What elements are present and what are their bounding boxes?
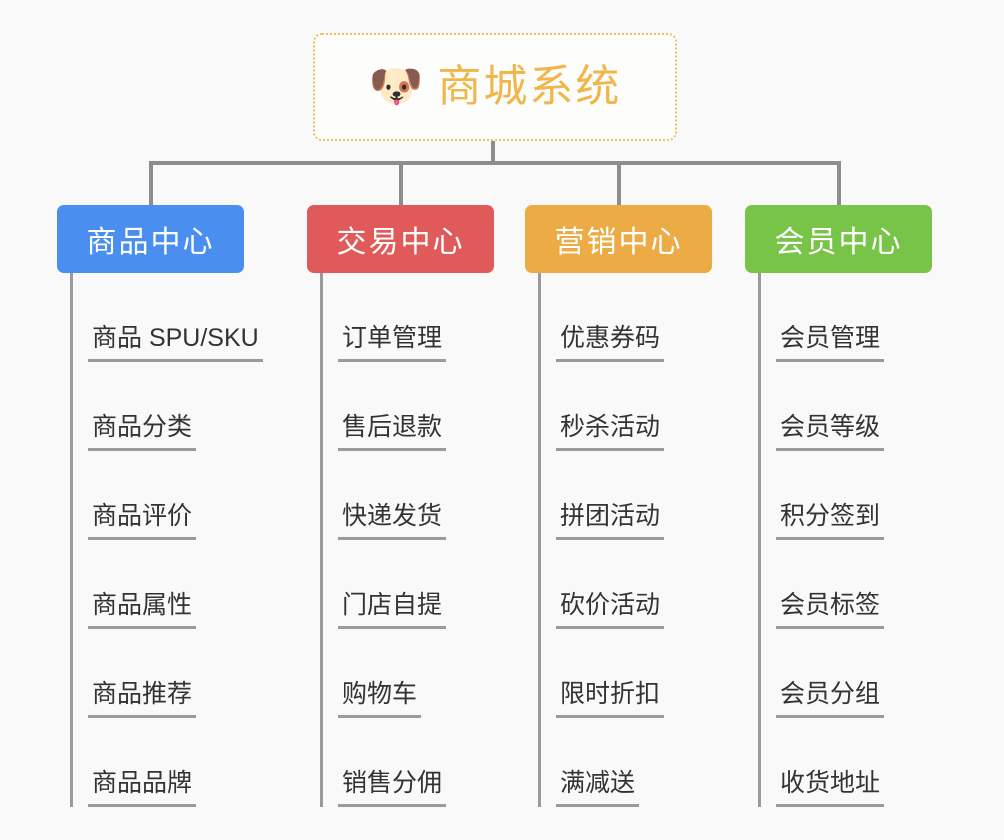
- leaf-item[interactable]: 商品评价: [57, 451, 244, 540]
- category-header-2[interactable]: 交易中心: [307, 205, 494, 273]
- leaf-list-4: 会员管理会员等级积分签到会员标签会员分组收货地址: [745, 273, 932, 807]
- leaf-item[interactable]: 商品 SPU/SKU: [57, 273, 263, 362]
- leaf-item-label: 秒杀活动: [556, 413, 665, 451]
- leaf-item[interactable]: 会员标签: [745, 540, 932, 629]
- leaf-item[interactable]: 商品推荐: [57, 629, 244, 718]
- leaf-item-label: 收货地址: [776, 769, 885, 807]
- leaf-item-label: 会员分组: [776, 680, 885, 718]
- category-drop-line-3: [617, 161, 621, 205]
- category-column-2: 交易中心订单管理售后退款快递发货门店自提购物车销售分佣: [307, 205, 494, 807]
- category-header-4[interactable]: 会员中心: [745, 205, 932, 273]
- leaf-item[interactable]: 会员分组: [745, 629, 932, 718]
- root-node[interactable]: 🐶 商城系统: [313, 33, 677, 141]
- column-spine-4: [758, 273, 761, 807]
- leaf-item-label: 会员标签: [776, 591, 885, 629]
- leaf-item-label: 销售分佣: [338, 769, 447, 807]
- category-column-1: 商品中心商品 SPU/SKU 商品分类商品评价商品属性商品推荐商品品牌: [57, 205, 263, 807]
- leaf-item-label: 订单管理: [338, 324, 447, 362]
- leaf-item[interactable]: 优惠券码: [525, 273, 712, 362]
- leaf-item[interactable]: 商品属性: [57, 540, 244, 629]
- leaf-item[interactable]: 秒杀活动: [525, 362, 712, 451]
- horizontal-bus-line: [150, 161, 840, 165]
- leaf-item-label: 门店自提: [338, 591, 447, 629]
- leaf-item[interactable]: 订单管理: [307, 273, 494, 362]
- leaf-item-label: 购物车: [338, 680, 422, 718]
- leaf-item-label: 拼团活动: [556, 502, 665, 540]
- root-stem-line: [491, 141, 495, 165]
- leaf-item[interactable]: 门店自提: [307, 540, 494, 629]
- leaf-item-label: 优惠券码: [556, 324, 665, 362]
- leaf-item-label: 商品属性: [88, 591, 197, 629]
- column-spine-3: [538, 273, 541, 807]
- leaf-item[interactable]: 售后退款: [307, 362, 494, 451]
- leaf-item[interactable]: 购物车: [307, 629, 494, 718]
- leaf-item[interactable]: 积分签到: [745, 451, 932, 540]
- leaf-item-label: 商品 SPU/SKU: [88, 324, 263, 362]
- leaf-item-label: 商品分类: [88, 413, 197, 451]
- leaf-item-label: 限时折扣: [556, 680, 665, 718]
- leaf-item[interactable]: 会员等级: [745, 362, 932, 451]
- leaf-item-label: 会员等级: [776, 413, 885, 451]
- column-spine-1: [70, 273, 73, 807]
- leaf-item-label: 商品评价: [88, 502, 197, 540]
- leaf-item[interactable]: 快递发货: [307, 451, 494, 540]
- leaf-item-label: 商品推荐: [88, 680, 197, 718]
- leaf-item[interactable]: 会员管理: [745, 273, 932, 362]
- category-drop-line-4: [837, 161, 841, 205]
- leaf-item-label: 售后退款: [338, 413, 447, 451]
- category-drop-line-2: [399, 161, 403, 205]
- leaf-item-label: 商品品牌: [88, 769, 197, 807]
- leaf-item-label: 满减送: [556, 769, 640, 807]
- leaf-item[interactable]: 限时折扣: [525, 629, 712, 718]
- leaf-list-1: 商品 SPU/SKU 商品分类商品评价商品属性商品推荐商品品牌: [57, 273, 263, 807]
- leaf-item-label: 快递发货: [338, 502, 447, 540]
- leaf-item[interactable]: 收货地址: [745, 718, 932, 807]
- column-spine-2: [320, 273, 323, 807]
- leaf-item-label: 会员管理: [776, 324, 885, 362]
- leaf-item-label: 积分签到: [776, 502, 885, 540]
- category-column-4: 会员中心会员管理会员等级积分签到会员标签会员分组收货地址: [745, 205, 932, 807]
- root-title: 商城系统: [437, 62, 622, 111]
- category-drop-line-1: [149, 161, 153, 205]
- leaf-item[interactable]: 商品品牌: [57, 718, 244, 807]
- leaf-item[interactable]: 拼团活动: [525, 451, 712, 540]
- leaf-item[interactable]: 满减送: [525, 718, 712, 807]
- shiba-dog-face-icon: 🐶: [368, 62, 424, 111]
- leaf-item[interactable]: 商品分类: [57, 362, 244, 451]
- leaf-item-label: 砍价活动: [556, 591, 665, 629]
- leaf-list-3: 优惠券码秒杀活动拼团活动砍价活动限时折扣满减送: [525, 273, 712, 807]
- category-header-1[interactable]: 商品中心: [57, 205, 244, 273]
- leaf-item[interactable]: 销售分佣: [307, 718, 494, 807]
- category-column-3: 营销中心优惠券码秒杀活动拼团活动砍价活动限时折扣满减送: [525, 205, 712, 807]
- leaf-list-2: 订单管理售后退款快递发货门店自提购物车销售分佣: [307, 273, 494, 807]
- leaf-item[interactable]: 砍价活动: [525, 540, 712, 629]
- category-header-3[interactable]: 营销中心: [525, 205, 712, 273]
